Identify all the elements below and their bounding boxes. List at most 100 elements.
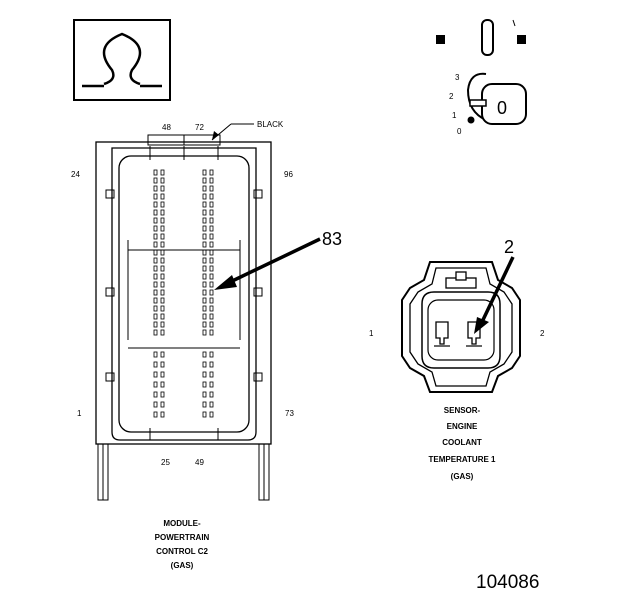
pin-cavity: [202, 225, 207, 232]
pin-cavity: [209, 201, 214, 208]
pin-cavity: [209, 177, 214, 184]
pin-label-24: 24: [71, 170, 80, 179]
pin-cavity: [153, 265, 158, 272]
pin-cavity: [160, 329, 165, 336]
pin-cavity: [202, 169, 207, 176]
ignition-position-0: 0: [457, 127, 462, 136]
pin-cavity: [153, 249, 158, 256]
pin-callout-83: 83: [322, 229, 342, 249]
pin-cavity: [209, 233, 214, 240]
sensor-caption-line-5: (GAS): [451, 472, 474, 481]
pin-cavity: [153, 305, 158, 312]
pin-cavity: [202, 381, 207, 388]
pin-cavity: [202, 217, 207, 224]
pin-cavity: [160, 297, 165, 304]
pin-label-1: 1: [77, 409, 82, 418]
pin-cavity: [209, 371, 214, 378]
pin-cavity: [209, 265, 214, 272]
pcm-caption-line-4: (GAS): [171, 561, 194, 570]
pin-cavity: [209, 225, 214, 232]
pin-cavity: [153, 193, 158, 200]
pcm-caption-line-1: MODULE-: [163, 519, 201, 528]
pin-label-72: 72: [195, 123, 204, 132]
pin-cavity: [160, 233, 165, 240]
pin-cavity: [209, 193, 214, 200]
pin-cavity: [202, 313, 207, 320]
pin-cavity: [202, 361, 207, 368]
pin-cavity: [153, 381, 158, 388]
pin-cavity: [160, 169, 165, 176]
pin-cavity: [153, 361, 158, 368]
pin-cavity: [209, 329, 214, 336]
pin-cavity: [209, 411, 214, 418]
sensor-side-label-2: 2: [540, 329, 545, 338]
pin-cavity: [202, 329, 207, 336]
pin-cavity: [160, 257, 165, 264]
pin-cavity: [209, 185, 214, 192]
pin-cavity: [160, 401, 165, 408]
sensor-side-label-1: 1: [369, 329, 374, 338]
pin-cavity: [202, 185, 207, 192]
pin-cavity: [202, 391, 207, 398]
pin-cavity: [153, 313, 158, 320]
ignition-key-icon: [466, 72, 527, 125]
pin-cavity: [160, 177, 165, 184]
pin-cavity: [209, 209, 214, 216]
pin-cavity: [153, 391, 158, 398]
pin-cavity: [160, 281, 165, 288]
sensor-caption-line-4: TEMPERATURE 1: [429, 455, 497, 464]
pin-cavity: [153, 233, 158, 240]
pin-cavity: [202, 297, 207, 304]
pin-cavity: [153, 257, 158, 264]
pin-cavity: [202, 321, 207, 328]
sensor-caption-line-3: COOLANT: [442, 438, 482, 447]
pin-cavity: [160, 321, 165, 328]
pin-cavity: [160, 361, 165, 368]
pin-cavity: [160, 193, 165, 200]
pin-cavity: [153, 225, 158, 232]
pin-cavity: [209, 401, 214, 408]
pin-cavity: [153, 217, 158, 224]
ignition-position-2: 2: [449, 92, 454, 101]
pin-cavity: [153, 185, 158, 192]
pin-cavity: [202, 289, 207, 296]
pin-cavity: [209, 321, 214, 328]
pin-cavity: [202, 241, 207, 248]
pin-cavity: [160, 305, 165, 312]
pin-cavity: [160, 273, 165, 280]
pin-cavity: [160, 391, 165, 398]
pin-cavity: [160, 381, 165, 388]
pin-cavity: [153, 329, 158, 336]
pin-grid: [153, 169, 214, 418]
pin-cavity: [160, 411, 165, 418]
pin-cavity: [153, 351, 158, 358]
pin-cavity: [209, 289, 214, 296]
pin-label-73: 73: [285, 409, 294, 418]
pin-cavity: [153, 321, 158, 328]
pin-cavity: [153, 411, 158, 418]
pcm-caption-line-2: POWERTRAIN: [155, 533, 210, 542]
sensor-connector: 1 2 2 SENSOR- ENGINE COOLANT TEMPERATURE…: [369, 237, 545, 481]
pin-cavity: [209, 313, 214, 320]
pin-cavity: [202, 401, 207, 408]
pin-cavity: [202, 209, 207, 216]
pin-cavity: [153, 401, 158, 408]
connector-color-label: BLACK: [257, 120, 284, 129]
pin-cavity: [153, 241, 158, 248]
pin-cavity: [209, 273, 214, 280]
pin-cavity: [202, 233, 207, 240]
pin-cavity: [160, 201, 165, 208]
pin-cavity: [209, 297, 214, 304]
pin-cavity: [153, 371, 158, 378]
pin-cavity: [202, 201, 207, 208]
pin-cavity: [202, 371, 207, 378]
pin-cavity: [209, 351, 214, 358]
pin-cavity: [202, 273, 207, 280]
sensor-caption-line-1: SENSOR-: [444, 406, 481, 415]
pin-cavity: [160, 265, 165, 272]
pin-cavity: [202, 411, 207, 418]
ignition-position-3: 3: [455, 73, 460, 82]
pin-cavity: [202, 281, 207, 288]
pin-cavity: [209, 305, 214, 312]
pin-cavity: [209, 249, 214, 256]
